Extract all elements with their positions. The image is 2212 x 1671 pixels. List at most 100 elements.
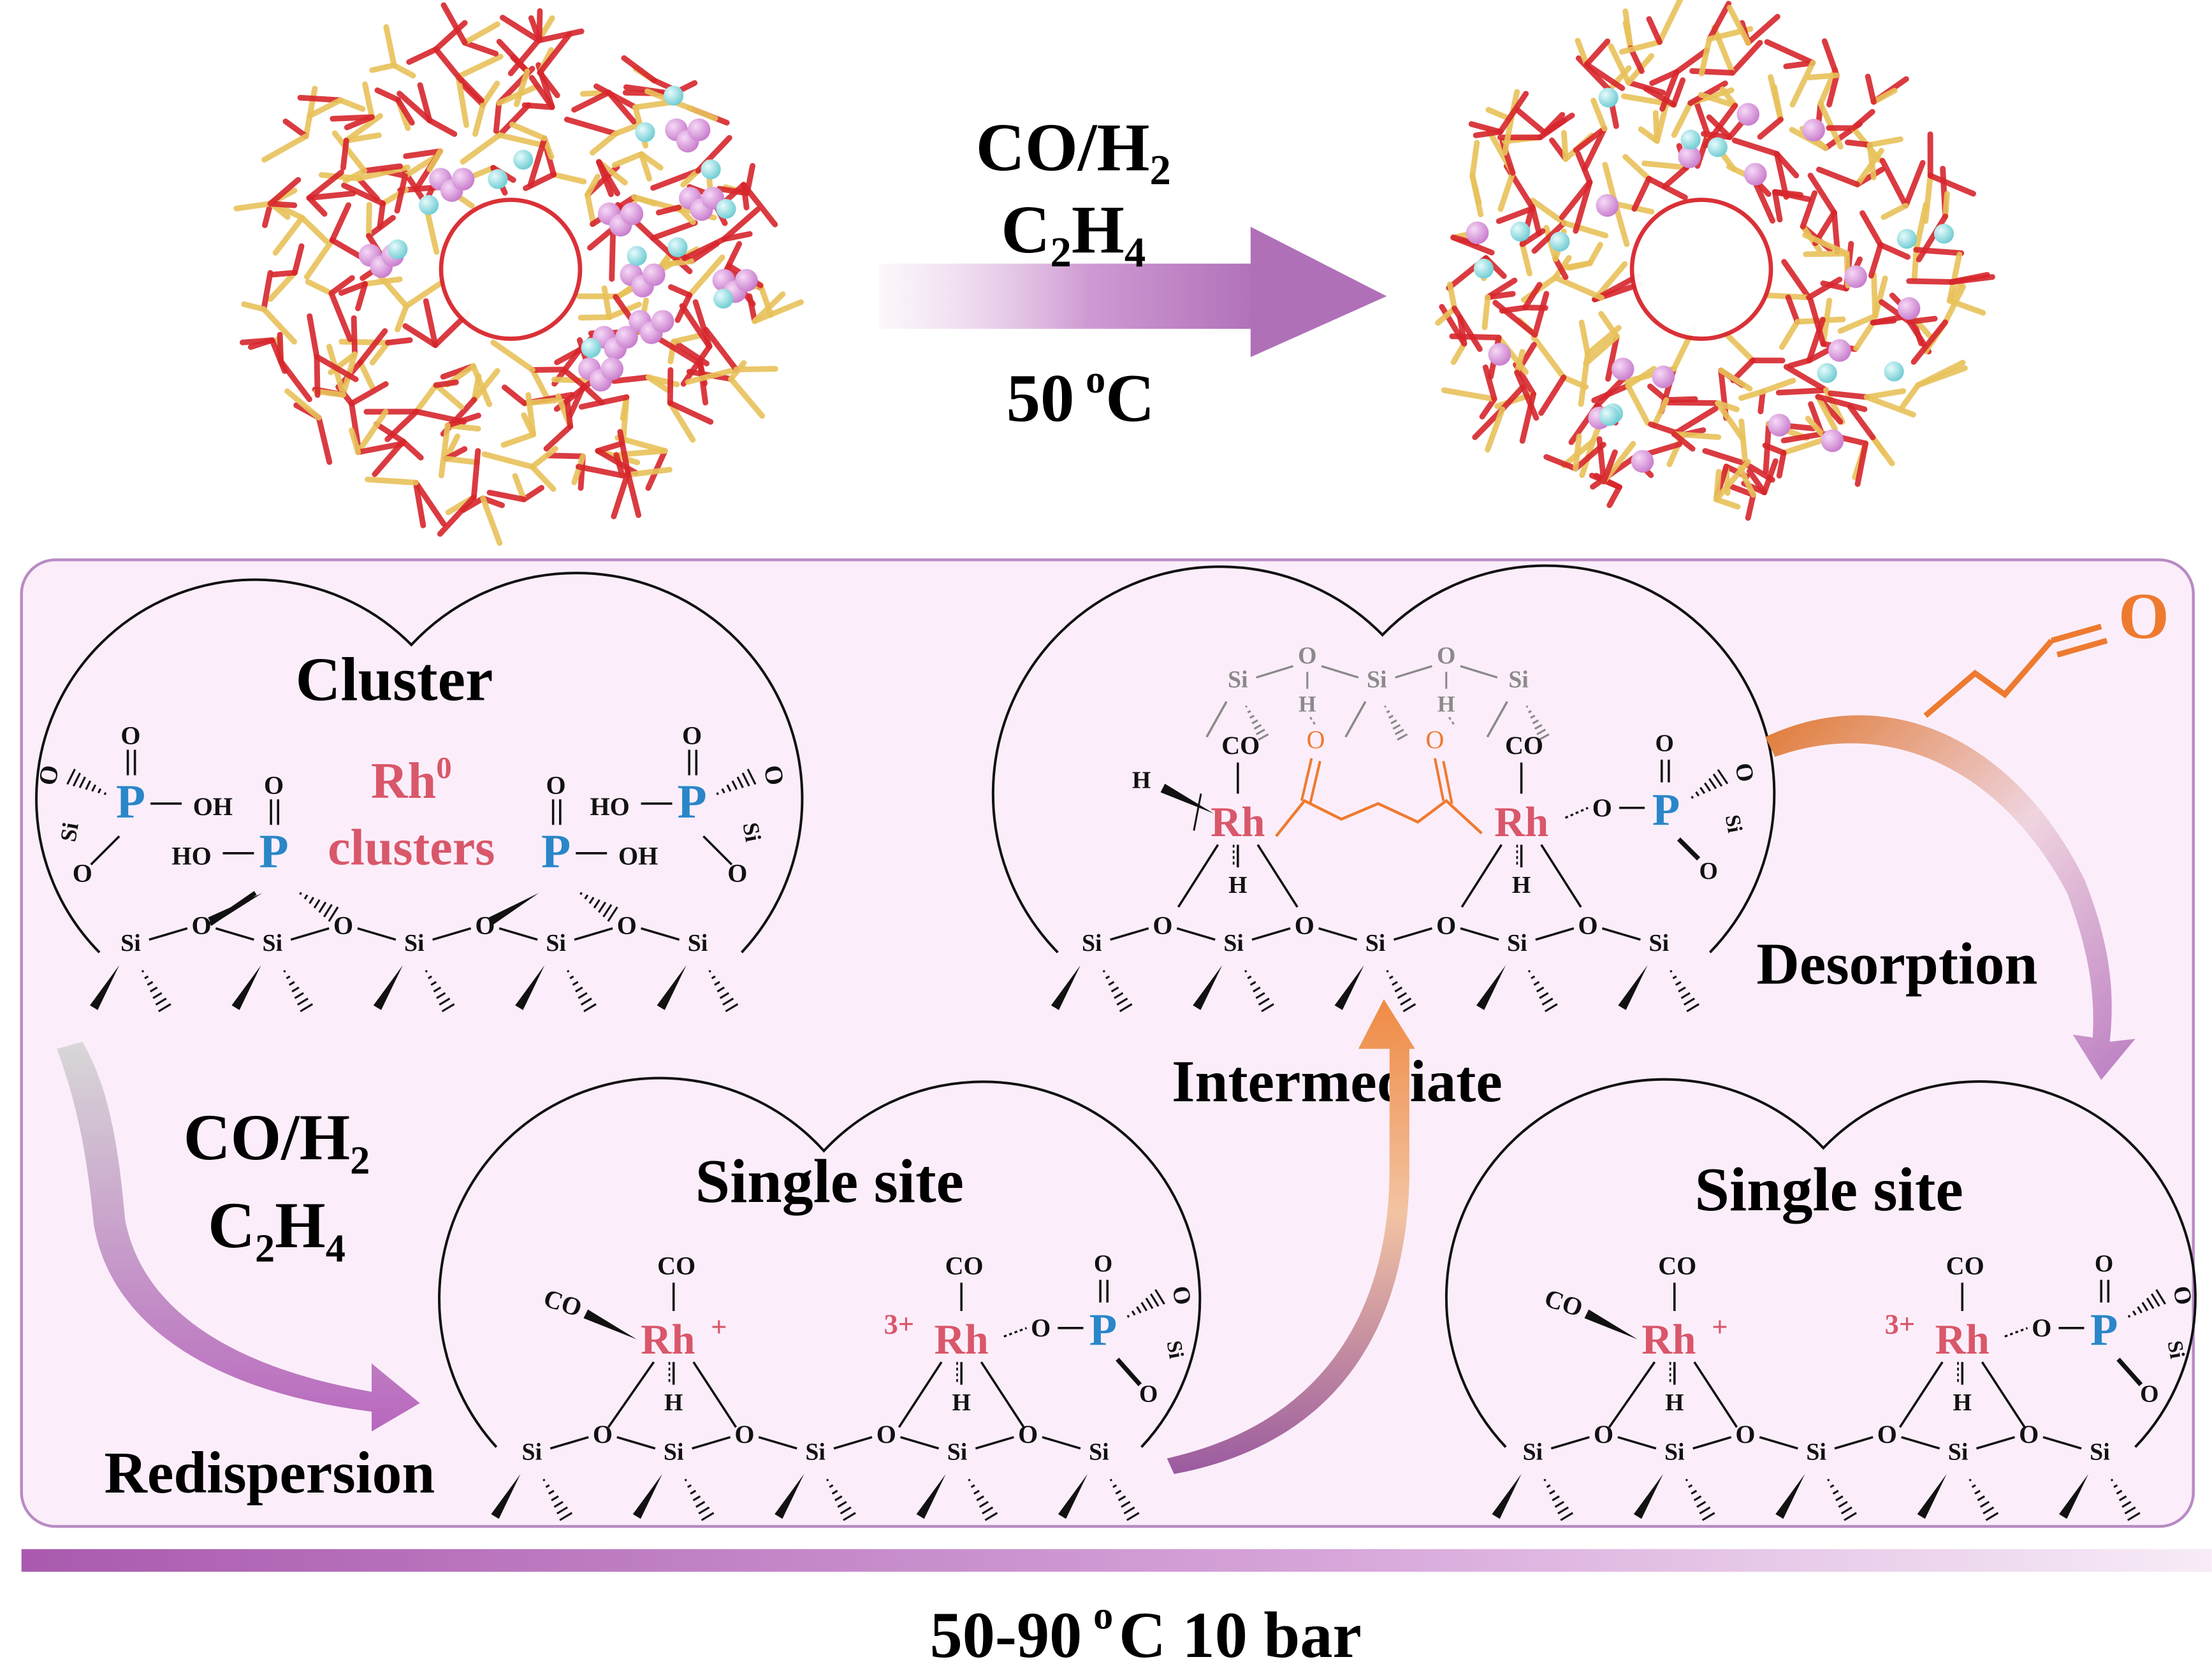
si-atom: Si — [1365, 930, 1386, 957]
top-temp-text: 50 — [1007, 361, 1075, 437]
hydroxyl-group: OH — [618, 842, 658, 871]
carbonyl-ligand: CO — [945, 1251, 984, 1280]
silanol-hydrogen: H — [1299, 691, 1316, 716]
hydride-ligand: H — [1665, 1389, 1684, 1416]
carbonyl-ligand: CO — [1505, 731, 1543, 760]
intermediate-arrow — [1167, 999, 1415, 1474]
hydroxyl-group: HO — [171, 842, 211, 871]
propanal-product — [1923, 623, 2108, 718]
silanol-si: Si — [1228, 667, 1248, 693]
cage-single-site-2 — [1445, 1078, 2197, 1449]
wall-si: Si — [2163, 1339, 2189, 1361]
phosphorus-atom: P — [259, 825, 288, 878]
acyl-oxygen: O — [1307, 725, 1325, 754]
bridging-oxygen: O — [1592, 793, 1612, 822]
redispersion-arrow — [57, 1041, 420, 1432]
phosphoryl-oxygen: O — [546, 770, 566, 799]
o-atom: O — [877, 1420, 896, 1449]
si-atom: Si — [1523, 1439, 1543, 1466]
hydride-ligand: H — [1228, 872, 1247, 899]
si-atom: Si — [522, 1439, 542, 1466]
svg-text:C2H4: C2H4 — [208, 1190, 346, 1270]
svg-text:Rh0: Rh0 — [371, 750, 452, 809]
si-atom: Si — [1806, 1439, 1826, 1466]
phosphorus-atom: P — [1652, 785, 1680, 835]
si-atom: Si — [2090, 1439, 2110, 1466]
phosphoryl-oxygen: O — [120, 721, 140, 750]
svg-text:CO/H2: CO/H2 — [184, 1102, 370, 1182]
si-atom: Si — [1507, 930, 1527, 957]
si-atom: Si — [1948, 1439, 1968, 1466]
bridging-oxygen: O — [1031, 1313, 1051, 1342]
wall-si: Si — [1162, 1339, 1188, 1361]
intermediate-label: Intermediate — [1172, 1049, 1503, 1115]
o-atom: O — [1877, 1420, 1897, 1449]
o-atom: O — [1578, 911, 1598, 940]
svg-text:clusters: clusters — [328, 820, 495, 876]
si-atom: Si — [1664, 1439, 1685, 1466]
o-atom: O — [1295, 911, 1314, 940]
phosphorus-atom: P — [1089, 1305, 1117, 1355]
phosphorus-atom: P — [541, 825, 571, 878]
redispersion-label: Redispersion — [104, 1440, 435, 1506]
rhodium-atom: Rh — [1641, 1317, 1696, 1363]
charge-three-plus: 3+ — [884, 1308, 915, 1340]
temperature-gradient-bar — [21, 1549, 2212, 1572]
o-atom: O — [1735, 1420, 1755, 1449]
wall-oxygen: O — [1729, 761, 1759, 784]
wall-oxygen: O — [727, 858, 747, 887]
phosphoryl-oxygen: O — [264, 770, 284, 799]
phosphoryl-oxygen: O — [682, 721, 702, 750]
zeolite-left — [233, 2, 804, 546]
desorption-label: Desorption — [1756, 931, 2037, 997]
si-atom: Si — [1082, 930, 1102, 957]
rhodium-atom: Rh — [1211, 799, 1265, 846]
si-atom: Si — [947, 1439, 968, 1466]
hydride-ligand: H — [1132, 767, 1151, 793]
charge-three-plus: 3+ — [1885, 1308, 1916, 1340]
silanol-si: Si — [1367, 667, 1387, 693]
si-atom: Si — [1223, 930, 1244, 957]
hydride-ligand: H — [952, 1389, 970, 1416]
bridging-oxygen: O — [2032, 1313, 2051, 1342]
zeolite-right — [1435, 0, 1995, 521]
o-atom: O — [1436, 911, 1456, 940]
desorption-arrow — [1765, 715, 2136, 1080]
phosphoryl-oxygen: O — [1655, 730, 1674, 757]
carbonyl-ligand: CO — [1658, 1251, 1696, 1280]
o-atom: O — [1153, 911, 1172, 940]
hydride-ligand: H — [1512, 872, 1531, 899]
si-atom: Si — [805, 1439, 826, 1466]
single-site-title-1: Single site — [695, 1147, 964, 1216]
si-atom: Si — [664, 1439, 684, 1466]
hydroxyl-group: HO — [590, 792, 629, 821]
si-atom: Si — [404, 930, 425, 957]
wall-oxygen: O — [2167, 1284, 2197, 1307]
phosphorus-atom: P — [678, 776, 707, 828]
silanol-si: Si — [1508, 667, 1529, 693]
silanol-oxygen: O — [1437, 642, 1455, 669]
o-atom: O — [734, 1420, 754, 1449]
product-oxygen: O — [2118, 581, 2169, 653]
wall-si: Si — [738, 820, 766, 843]
wall-oxygen: O — [33, 763, 64, 787]
o-atom: O — [333, 911, 353, 940]
charge-plus: + — [1712, 1311, 1728, 1343]
rhodium-atom: Rh — [935, 1317, 989, 1363]
wall-oxygen: O — [73, 858, 92, 887]
cage-intermediate — [991, 564, 1776, 953]
hydride-ligand: H — [664, 1389, 683, 1416]
wall-oxygen: O — [1167, 1284, 1196, 1307]
o-atom: O — [192, 911, 212, 940]
acyl-oxygen: O — [1425, 725, 1444, 754]
svg-text:C2H4: C2H4 — [1001, 192, 1146, 276]
phosphorus-atom: P — [2090, 1305, 2118, 1355]
wall-oxygen: O — [1139, 1380, 1158, 1407]
silanol-oxygen: O — [1298, 642, 1316, 669]
single-site-title-2: Single site — [1695, 1155, 1963, 1224]
panel-gas-label: CO/H2 C2H4 — [184, 1102, 370, 1270]
cage-single-site-1 — [438, 1076, 1202, 1448]
o-atom: O — [617, 911, 637, 940]
